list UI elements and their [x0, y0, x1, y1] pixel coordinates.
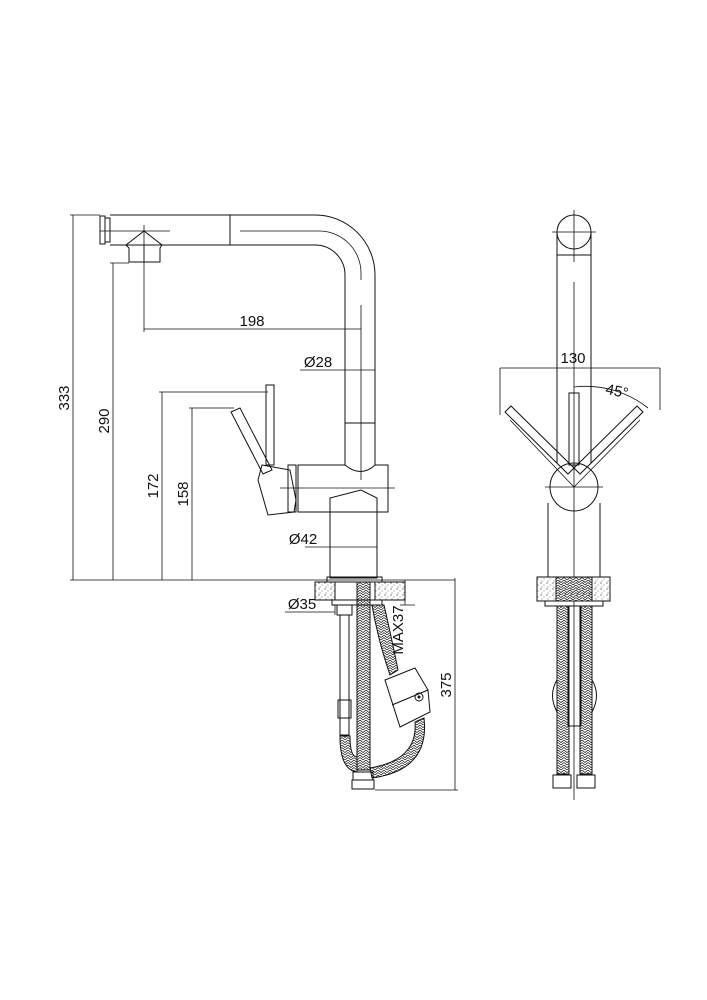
- dim-198: 198: [239, 313, 264, 330]
- dim-diameter-42: Ø42: [289, 531, 317, 548]
- faucet-body: [280, 464, 395, 579]
- side-view: 333 290 172 158 198 Ø28 Ø42 Ø35 MAX37 37…: [56, 214, 458, 791]
- side-dimensions: 333 290 172 158 198 Ø28 Ø42 Ø35 MAX37 37…: [56, 214, 458, 791]
- dim-max37: MAX37: [390, 605, 407, 654]
- dim-diameter-28: Ø28: [304, 354, 332, 371]
- dim-290: 290: [96, 408, 113, 433]
- dim-diameter-35: Ø35: [288, 596, 316, 613]
- dim-45-degrees: 45°: [604, 381, 630, 402]
- dim-172: 172: [145, 473, 162, 498]
- lever-handle: [230, 384, 297, 516]
- front-dimensions: 130 45°: [499, 350, 661, 415]
- dim-333: 333: [56, 385, 73, 410]
- under-counter-hoses: [314, 576, 431, 790]
- dim-158: 158: [175, 481, 192, 506]
- dim-130: 130: [560, 350, 585, 367]
- front-view: 130 45°: [499, 210, 661, 800]
- dim-375: 375: [438, 672, 455, 697]
- spout: [99, 214, 376, 480]
